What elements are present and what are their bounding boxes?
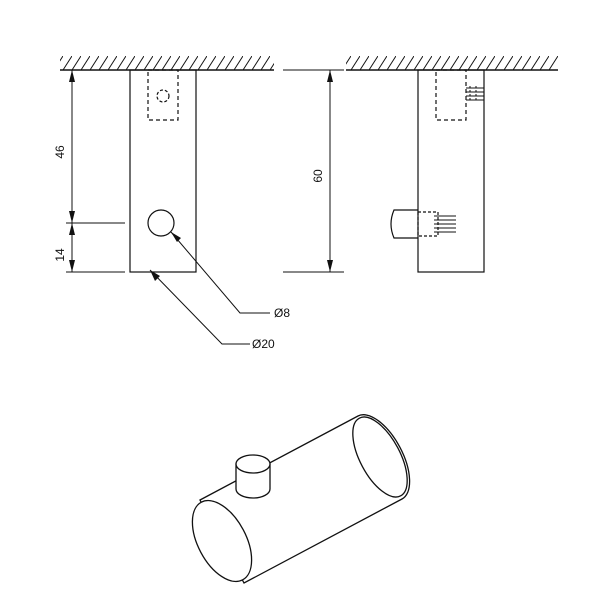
front-body (129, 69, 197, 273)
front-hidden-screw (156, 89, 170, 103)
iso-pin-body (235, 463, 271, 499)
front-view (60, 56, 274, 345)
side-screw-thread-top (466, 86, 484, 102)
side-pin-thread (434, 215, 456, 233)
leader-body (149, 269, 250, 345)
dimension-left (66, 69, 125, 273)
front-wall-hatch (60, 56, 274, 70)
dia-8-label: Ø8 (274, 306, 290, 320)
pin-circle (147, 209, 175, 237)
dim-46-label: 46 (53, 145, 67, 159)
side-hidden-slot (435, 69, 467, 121)
leader-pin (170, 231, 270, 314)
dimension-right (283, 69, 344, 273)
side-pin (390, 209, 418, 239)
front-hidden-slot (147, 69, 179, 121)
dim-14-label: 14 (53, 248, 67, 262)
side-wall-hatch (346, 56, 558, 70)
side-view (283, 56, 558, 273)
iso-cylinder-front-face (191, 499, 253, 583)
iso-pin-top (235, 454, 271, 474)
dia-20-label: Ø20 (252, 337, 275, 351)
iso-cylinder-back-edge (352, 416, 408, 498)
dim-60-label: 60 (311, 169, 325, 183)
iso-view (191, 414, 411, 584)
